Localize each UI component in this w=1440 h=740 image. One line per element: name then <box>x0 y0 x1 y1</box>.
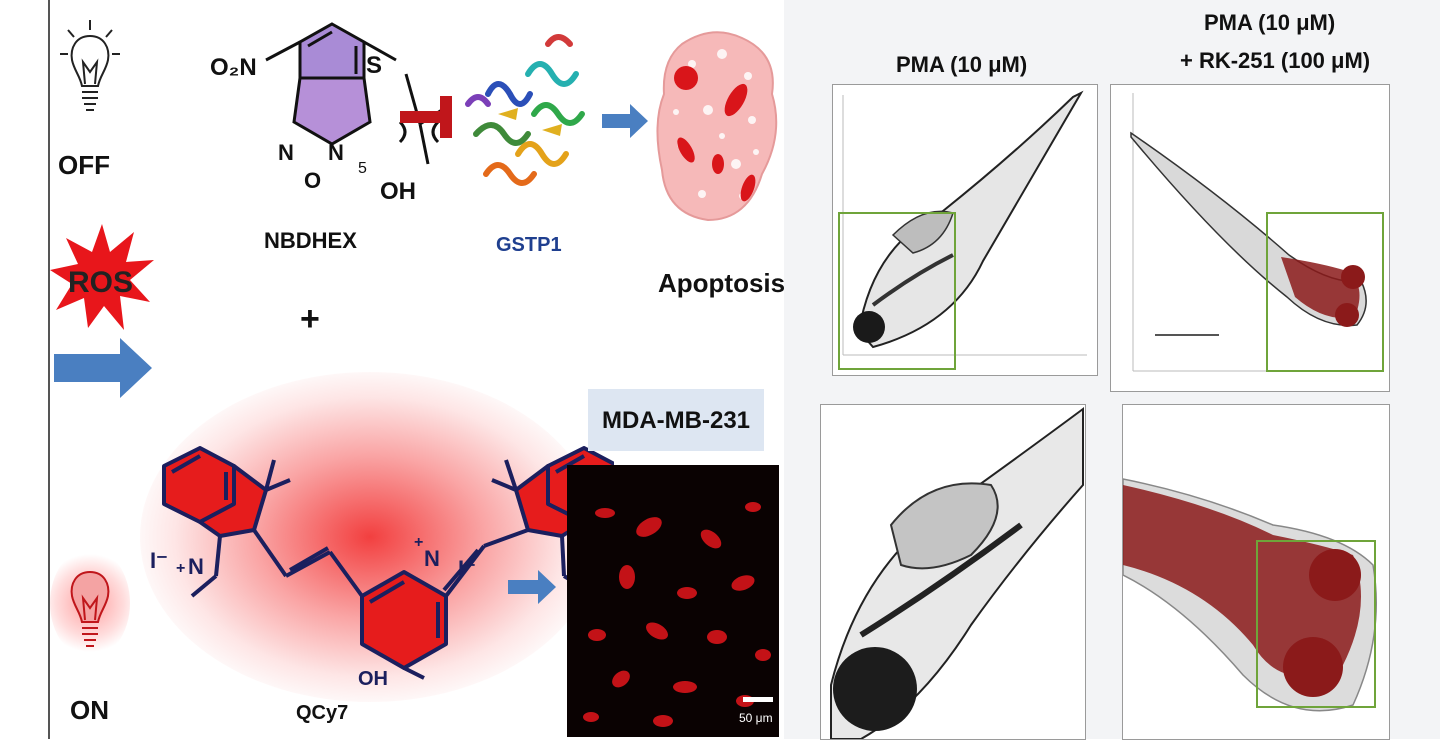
scale-bar-label: 50 μm <box>739 711 773 725</box>
arrow-to-micrograph-icon <box>508 570 556 604</box>
n-label-2: N <box>328 140 344 165</box>
nbdhex-structure <box>265 22 449 165</box>
zebrafish-zoom-image-red <box>1123 478 1377 712</box>
o-label: O <box>304 168 322 193</box>
cell-line-label-box: MDA-MB-231 <box>588 389 764 451</box>
cell-line-label: MDA-MB-231 <box>602 407 751 434</box>
zebrafish-control-full <box>832 84 1098 376</box>
zebrafish-control-zoom <box>820 404 1086 740</box>
left-panel: OFF ROS ON O₂N S N N O 5 <box>48 0 786 739</box>
iodide-right-label: I⁻ <box>458 556 476 581</box>
ros-burst-icon <box>50 224 154 330</box>
inhibition-icon <box>400 96 452 138</box>
n-left-label: N <box>188 554 204 579</box>
n-right-label: N <box>424 546 440 571</box>
iodide-left-label: I⁻ <box>150 548 168 573</box>
ros-label: ROS <box>68 266 134 299</box>
fluorescence-micrograph: 50 μm <box>567 465 779 737</box>
plus-label: + <box>300 300 320 338</box>
right-arrow-icon <box>54 338 152 398</box>
qcy7-label: QCy7 <box>296 702 349 724</box>
subscript-five-label: 5 <box>358 160 367 177</box>
nbdhex-label: NBDHEX <box>264 228 357 253</box>
off-label: OFF <box>58 150 110 180</box>
apoptotic-cell-icon <box>656 31 778 222</box>
zebrafish-zoom-image <box>830 407 1084 739</box>
arrow-to-apoptosis-icon <box>602 104 648 138</box>
gstp1-label: GSTP1 <box>496 234 562 256</box>
qcy7-structure <box>162 446 614 680</box>
o2n-label: O₂N <box>210 54 257 81</box>
col2-title-line2: + RK-251 (100 μM) <box>1180 48 1371 73</box>
lightbulb-off-icon <box>60 20 120 111</box>
oh-label-1: OH <box>380 178 416 205</box>
col2-title-line1: PMA (10 μM) <box>1204 10 1336 35</box>
zebrafish-image-red <box>1130 93 1384 372</box>
gstp1-protein-icon <box>465 34 585 186</box>
on-label: ON <box>70 695 109 725</box>
zebrafish-image <box>838 90 1087 370</box>
zebrafish-treated-zoom <box>1122 404 1390 740</box>
charge-right-label: + <box>414 534 424 551</box>
apoptosis-label: Apoptosis <box>658 268 786 298</box>
oh-label-2: OH <box>358 668 388 690</box>
red-cells-image <box>583 502 773 727</box>
col1-title: PMA (10 μM) <box>896 52 1028 77</box>
lightbulb-on-icon <box>70 570 110 647</box>
zebrafish-treated-full <box>1110 84 1390 392</box>
charge-left-label: + <box>176 560 186 577</box>
s-label: S <box>366 52 383 79</box>
n-label-1: N <box>278 140 294 165</box>
right-panel: PMA (10 μM) PMA (10 μM) + RK-251 (100 μM… <box>784 0 1440 740</box>
